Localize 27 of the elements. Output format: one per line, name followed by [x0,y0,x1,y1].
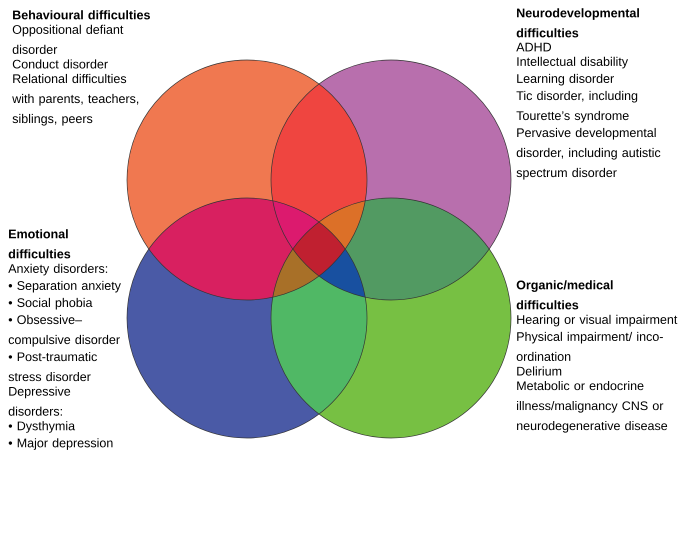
circle-heading: Behavioural difficulties [13,10,150,20]
circle-heading: Emotional difficulties [8,229,70,258]
disorder-item: Hearing or visual impairment [517,314,678,326]
disorder-item: Relational difficulties with parents, teachers, siblings, peers [12,74,138,126]
venn-circle [270,60,512,300]
disorder-item: Oppositional defiant disorder [12,24,124,54]
disorder-item: Delirium [517,366,562,376]
disorder-item: Physical impairment/ inco-ordination [516,332,663,362]
disorder-item: Learning disorder [517,74,614,86]
disorder-item: ADHD [516,42,552,52]
disorder-item: Tic disorder, including Tourette’s syndrome [516,90,638,123]
disorder-item: • Obsessive–compulsive disorder [8,314,120,347]
disorder-item: Pervasive developmental disorder, including autistic spectrum disorder [516,128,660,180]
venn-circle [270,198,512,438]
circle-heading: Neurodevelopmental difficulties [516,8,639,38]
disorder-item: Conduct disorder [12,59,108,69]
disorder-item: • Post-traumatic stress disorder [8,352,97,382]
disorder-item: • Social phobia [8,298,92,310]
disorder-item: Intellectual disability [517,56,628,68]
disorder-item: • Dysthymia [8,421,76,433]
disorder-item: • Major depression [8,438,112,450]
venn-circle [126,198,368,438]
disorder-item: Depressive disorders: [8,386,70,416]
circle-heading: Organic/medical difficulties [516,280,613,310]
disorder-item: Metabolic or endocrine illness/malignancy CNS or neurodegenerative disease [517,381,668,433]
disorder-item: Anxiety disorders: [8,264,108,276]
disorder-item: • Separation anxiety [8,280,121,292]
